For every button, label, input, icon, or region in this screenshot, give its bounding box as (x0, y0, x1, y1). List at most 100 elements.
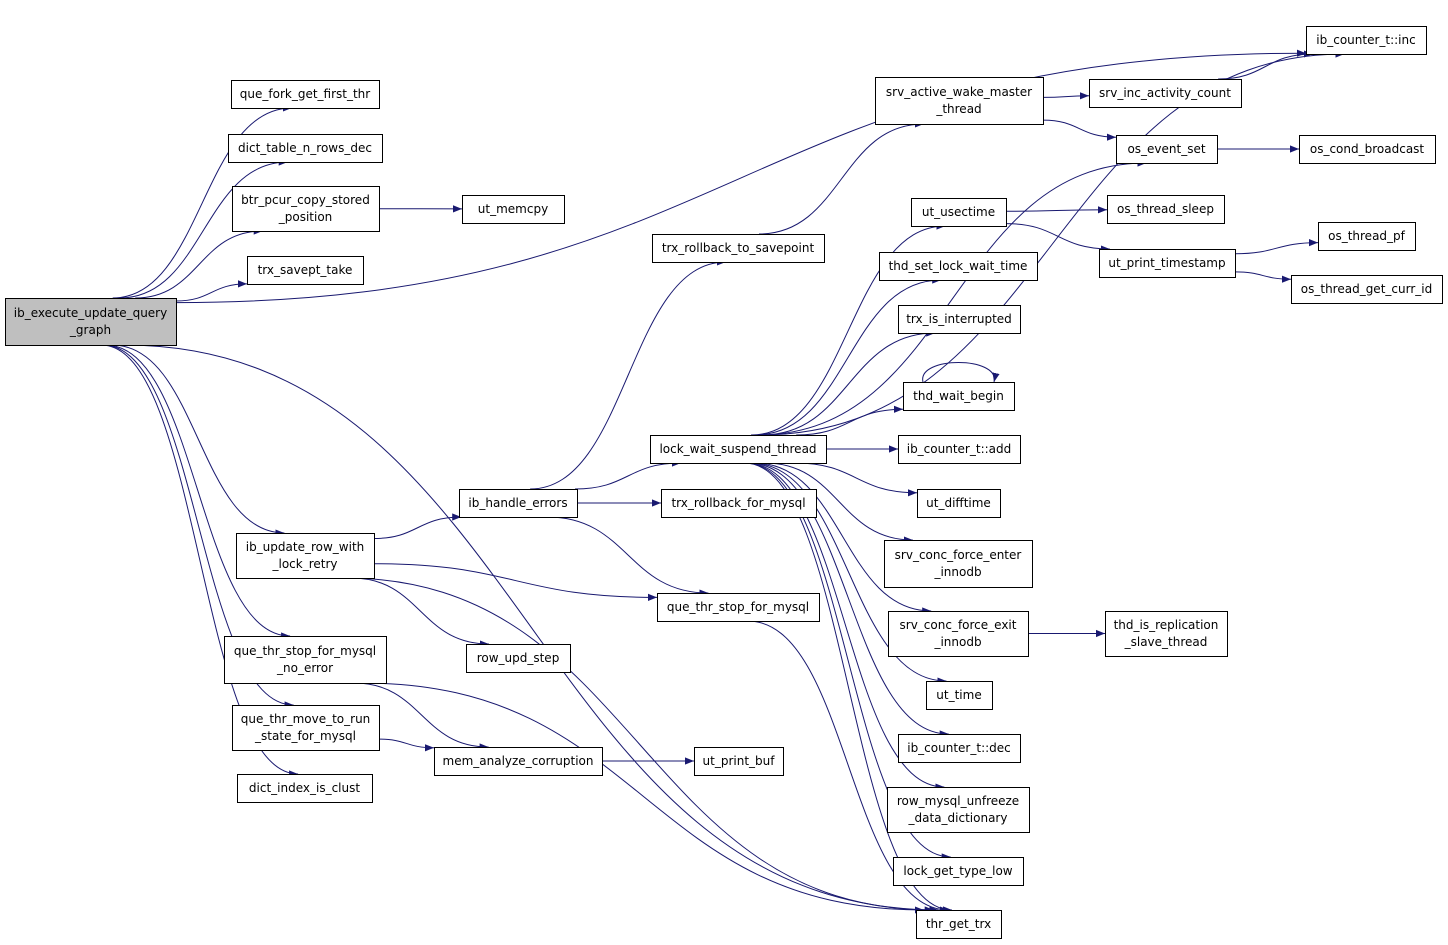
node-os_cond_broadcast[interactable]: os_cond_broadcast (1299, 135, 1436, 164)
node-thd_wait_begin[interactable]: thd_wait_begin (903, 382, 1015, 411)
node-label: dict_index_is_clust (249, 781, 360, 795)
edge-ib_update_row_with_lock_retry-to-que_thr_stop_for_mysql (373, 563, 658, 601)
node-row_mysql_unfreeze_data_dictionary[interactable]: row_mysql_unfreeze _data_dictionary (887, 787, 1030, 833)
node-label: _thread (935, 102, 981, 116)
node-label: _no_error (276, 661, 333, 675)
edge-ib_handle_errors-to-lock_wait_suspend_thread (574, 459, 682, 490)
node-ut_memcpy[interactable]: ut_memcpy (462, 195, 565, 224)
node-label: dict_table_n_rows_dec (238, 141, 372, 155)
node-label: row_mysql_unfreeze (897, 794, 1019, 808)
edge-trx_rollback_to_savepoint-to-srv_active_wake_master_thread (758, 120, 924, 235)
node-label: lock_get_type_low (903, 864, 1012, 878)
node-root[interactable]: ib_execute_update_query_graph (5, 298, 177, 346)
node-box (462, 195, 565, 224)
node-srv_conc_force_enter_innodb[interactable]: srv_conc_force_enter_innodb (884, 540, 1033, 588)
node-label: ut_print_timestamp (1108, 256, 1225, 270)
node-box (1105, 611, 1228, 657)
edge-ut_print_timestamp-to-os_thread_get_curr_id (1234, 271, 1292, 283)
node-label: thr_get_trx (926, 917, 991, 931)
node-ut_usectime[interactable]: ut_usectime (911, 198, 1007, 227)
node-label: _position (278, 210, 333, 224)
node-box (898, 435, 1021, 464)
node-label: ib_counter_t::dec (907, 741, 1011, 755)
edge-root-to-ib_counter_t_inc (175, 49, 1307, 304)
node-thd_is_replication_slave_thread[interactable]: thd_is_replication_slave_thread (1105, 611, 1228, 657)
node-label: trx_savept_take (258, 263, 353, 277)
edge-lock_wait_suspend_thread-to-thr_get_trx (744, 462, 953, 914)
edge-ut_print_timestamp-to-os_thread_pf (1234, 239, 1319, 255)
node-box (903, 382, 1015, 411)
node-que_fork_get_first_thr[interactable]: que_fork_get_first_thr (231, 80, 380, 109)
node-box (657, 593, 820, 622)
node-ut_print_timestamp[interactable]: ut_print_timestamp (1099, 249, 1236, 278)
node-que_thr_move_to_run_state_for_mysql[interactable]: que_thr_move_to_run _state_for_mysql (232, 705, 380, 751)
node-row_upd_step[interactable]: row_upd_step (466, 644, 571, 673)
node-box (228, 134, 383, 163)
node-label: que_thr_move_to_run (241, 712, 371, 726)
node-box (917, 489, 1001, 518)
node-trx_rollback_for_mysql[interactable]: trx_rollback_for_mysql (661, 489, 817, 518)
node-box (434, 747, 603, 776)
edge-que_thr_move_to_run_state_for_mysql-to-mem_analyze_corruption (378, 738, 435, 752)
node-trx_rollback_to_savepoint[interactable]: trx_rollback_to_savepoint (652, 234, 825, 263)
edge-ib_update_row_with_lock_retry-to-row_upd_step (351, 577, 489, 648)
node-que_thr_stop_for_mysql_no_error[interactable]: que_thr_stop_for_mysql _no_error (224, 636, 387, 684)
node-box (236, 533, 375, 579)
node-ib_counter_t_add[interactable]: ib_counter_t::add (898, 435, 1021, 464)
node-ut_print_buf[interactable]: ut_print_buf (694, 747, 784, 776)
node-ut_difftime[interactable]: ut_difftime (917, 489, 1001, 518)
node-label: thd_wait_begin (913, 389, 1004, 403)
node-label: ut_usectime (922, 205, 995, 219)
node-que_thr_stop_for_mysql[interactable]: que_thr_stop_for_mysql (657, 593, 820, 622)
node-ut_time[interactable]: ut_time (926, 681, 993, 710)
node-thr_get_trx[interactable]: thr_get_trx (916, 910, 1002, 939)
node-ib_handle_errors[interactable]: ib_handle_errors (459, 489, 578, 518)
node-box (887, 787, 1030, 833)
node-mem_analyze_corruption[interactable]: mem_analyze_corruption (434, 747, 603, 776)
node-box (879, 252, 1038, 281)
edge-root-to-que_thr_stop_for_mysql_no_error (105, 344, 291, 640)
node-trx_is_interrupted[interactable]: trx_is_interrupted (898, 305, 1021, 334)
edge-lock_wait_suspend_thread-to-ut_time (750, 462, 947, 685)
edge-lock_wait_suspend_thread-to-os_event_set (757, 159, 1147, 436)
node-trx_savept_take[interactable]: trx_savept_take (247, 256, 364, 285)
node-srv_active_wake_master_thread[interactable]: srv_active_wake_master_thread (875, 77, 1044, 125)
node-label: trx_rollback_for_mysql (671, 496, 805, 510)
node-label: que_thr_stop_for_mysql (667, 600, 809, 614)
node-ib_counter_t_inc[interactable]: ib_counter_t::inc (1306, 26, 1427, 55)
node-box (1116, 135, 1218, 164)
node-label: _state_for_mysql (254, 729, 356, 743)
node-box (1299, 135, 1436, 164)
node-box (875, 77, 1044, 125)
node-label: ut_print_buf (703, 754, 776, 768)
edge-root-to-thr_get_trx (124, 344, 939, 914)
node-layer: ib_execute_update_query_graph que_fork_ge… (5, 26, 1443, 939)
edge-que_thr_stop_for_mysql_no_error-to-mem_analyze_corruption (354, 682, 489, 751)
node-thd_set_lock_wait_time[interactable]: thd_set_lock_wait_time (879, 252, 1038, 281)
node-box (232, 186, 380, 232)
node-srv_conc_force_exit_innodb[interactable]: srv_conc_force_exit_innodb (888, 611, 1029, 657)
node-label: ut_time (936, 688, 981, 702)
edge-lock_wait_suspend_thread-to-ut_difftime (795, 462, 918, 497)
node-lock_wait_suspend_thread[interactable]: lock_wait_suspend_thread (650, 435, 827, 464)
node-box (898, 734, 1021, 763)
node-dict_table_n_rows_dec[interactable]: dict_table_n_rows_dec (228, 134, 383, 163)
node-srv_inc_activity_count[interactable]: srv_inc_activity_count (1089, 79, 1242, 108)
edge-lock_wait_suspend_thread-to-ut_usectime (750, 222, 946, 436)
node-btr_pcur_copy_stored_position[interactable]: btr_pcur_copy_stored_position (232, 186, 380, 232)
node-box (231, 80, 380, 109)
edge-que_thr_stop_for_mysql_no_error-to-thr_get_trx (363, 682, 924, 914)
node-lock_get_type_low[interactable]: lock_get_type_low (893, 857, 1024, 886)
node-os_thread_pf[interactable]: os_thread_pf (1318, 222, 1416, 251)
node-os_thread_sleep[interactable]: os_thread_sleep (1107, 195, 1225, 224)
node-dict_index_is_clust[interactable]: dict_index_is_clust (237, 774, 373, 803)
node-ib_update_row_with_lock_retry[interactable]: ib_update_row_with_lock_retry (236, 533, 375, 579)
node-label: _data_dictionary (908, 811, 1008, 825)
node-ib_counter_t_dec[interactable]: ib_counter_t::dec (898, 734, 1021, 763)
node-label: ib_counter_t::inc (1316, 33, 1415, 47)
node-label: que_thr_stop_for_mysql (234, 644, 376, 658)
edge-lock_wait_suspend_thread-to-srv_conc_force_enter_innodb (764, 462, 913, 544)
node-os_thread_get_curr_id[interactable]: os_thread_get_curr_id (1291, 275, 1443, 304)
node-label: os_thread_pf (1328, 229, 1406, 243)
node-os_event_set[interactable]: os_event_set (1116, 135, 1218, 164)
